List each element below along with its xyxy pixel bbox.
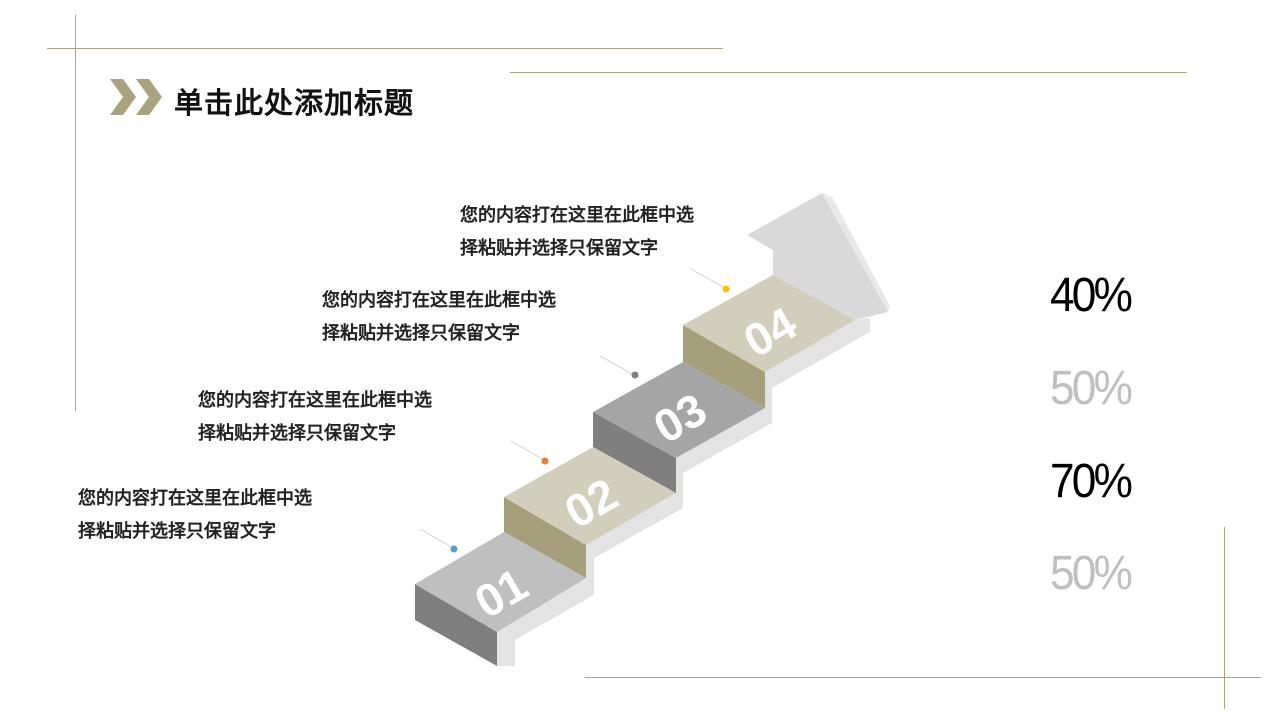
- step-1-front: [415, 584, 497, 666]
- step-1-line-2: 择粘贴并选择只保留文字: [78, 521, 276, 542]
- step-4-line-1: 您的内容打在这里在此框中选: [460, 205, 694, 226]
- step-2-riser: [504, 497, 586, 578]
- step-4-line-2: 择粘贴并选择只保留文字: [460, 238, 658, 259]
- arrow-head: [747, 193, 888, 320]
- dot-3: [631, 371, 639, 379]
- step-2-line-1: 您的内容打在这里在此框中选: [198, 390, 432, 411]
- step-3-top: [593, 362, 765, 458]
- stairs-shadow: [497, 318, 870, 666]
- slide-title[interactable]: 单击此处添加标题: [174, 86, 415, 120]
- percentage-1[interactable]: 40%: [1050, 269, 1133, 322]
- step-2-description[interactable]: 您的内容打在这里在此框中选 择粘贴并选择只保留文字: [198, 384, 432, 450]
- step-1-description[interactable]: 您的内容打在这里在此框中选 择粘贴并选择只保留文字: [78, 482, 312, 548]
- step-3-line-1: 您的内容打在这里在此框中选: [322, 290, 556, 311]
- decor-line-left: [75, 15, 76, 411]
- percentage-4[interactable]: 50%: [1050, 547, 1133, 600]
- dot-2: [541, 457, 549, 465]
- step-2-line-2: 择粘贴并选择只保留文字: [198, 423, 396, 444]
- step-4-description[interactable]: 您的内容打在这里在此框中选 择粘贴并选择只保留文字: [460, 199, 694, 265]
- step-4-riser: [683, 325, 765, 408]
- decor-line-top: [47, 48, 723, 49]
- dot-1: [450, 545, 458, 553]
- percentage-3[interactable]: 70%: [1050, 455, 1133, 508]
- chevrons-icon: [110, 79, 162, 115]
- decor-line-top-right: [510, 72, 1187, 73]
- step-3-line-2: 择粘贴并选择只保留文字: [322, 323, 520, 344]
- step-3-riser: [593, 412, 676, 493]
- decor-line-right: [1224, 527, 1225, 709]
- step-3-description[interactable]: 您的内容打在这里在此框中选 择粘贴并选择只保留文字: [322, 284, 556, 350]
- arrow-head-edge: [822, 193, 890, 312]
- step-4-top: [683, 275, 855, 372]
- dot-4: [722, 285, 730, 293]
- percentage-2[interactable]: 50%: [1050, 362, 1133, 415]
- step-1-top: [415, 532, 586, 632]
- step-1-line-1: 您的内容打在这里在此框中选: [78, 488, 312, 509]
- step-2-top: [504, 447, 676, 545]
- decor-line-bottom: [585, 677, 1261, 678]
